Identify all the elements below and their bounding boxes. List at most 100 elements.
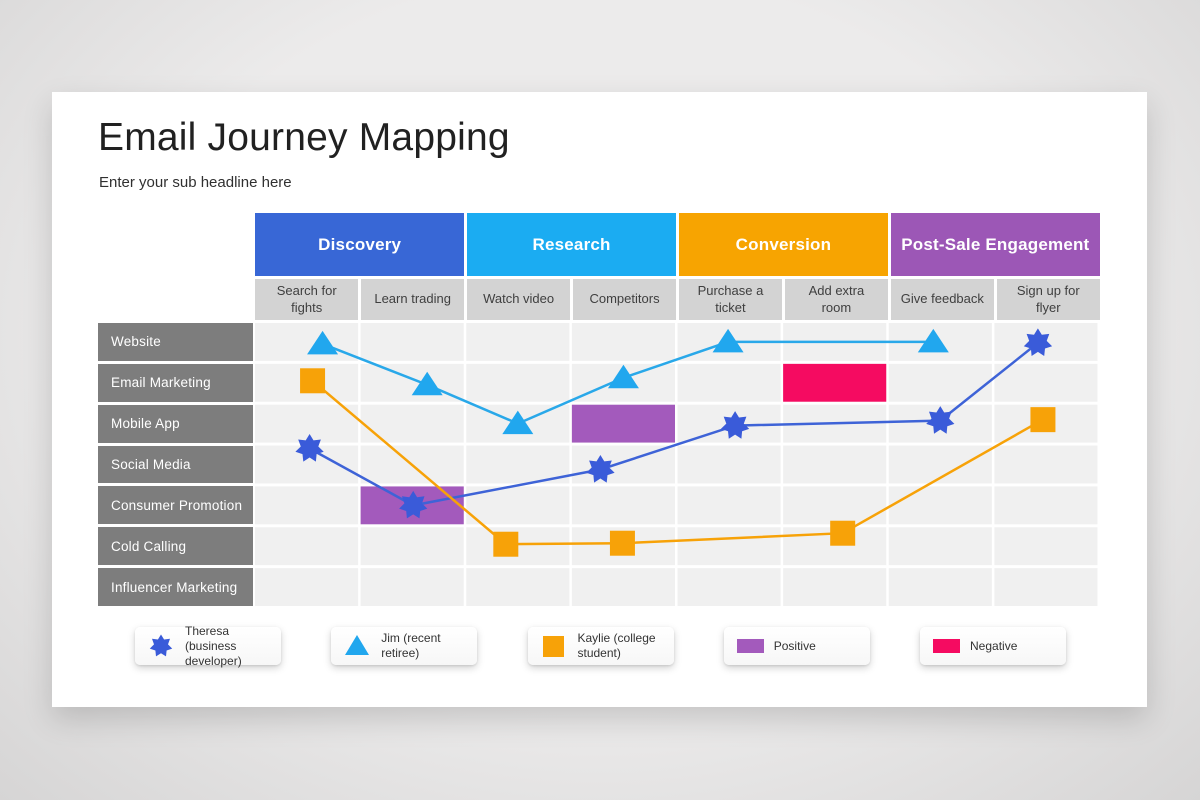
phase-header-discovery: Discovery — [255, 213, 465, 276]
triangle-marker-icon — [411, 371, 443, 396]
grid-cell — [255, 323, 359, 361]
grid-cell — [255, 486, 359, 525]
grid-cell — [255, 404, 359, 443]
legend: Theresa (business developer) Jim (recent … — [135, 624, 1066, 668]
series-line-theresa-business-developer — [308, 341, 1039, 507]
star-marker-icon — [586, 455, 615, 483]
square-marker-icon — [300, 368, 326, 394]
grid-cell — [360, 568, 464, 606]
row-label-influencer-marketing: Influencer Marketing — [98, 568, 253, 607]
star-marker-icon — [399, 490, 428, 519]
legend-label: Jim (recent retiree) — [381, 631, 441, 660]
slide-card: Email Journey Mapping Enter your sub hea… — [52, 92, 1147, 707]
grid-cell — [360, 404, 464, 443]
grid-cell — [677, 445, 781, 484]
grid-cell — [783, 445, 887, 484]
triangle-marker-icon — [917, 328, 949, 353]
star-marker-icon — [1023, 328, 1053, 356]
rect-marker-icon — [933, 639, 960, 653]
grid-cell — [888, 486, 992, 525]
grid-cell — [677, 527, 781, 566]
grid-cell — [677, 363, 781, 402]
row-label-social-media: Social Media — [98, 445, 253, 484]
grid-cell — [994, 363, 1098, 402]
square-marker-icon — [609, 530, 635, 556]
legend-chip-kaylie-college-student: Kaylie (college student) — [527, 627, 674, 665]
grid-cell — [466, 445, 570, 484]
legend-label: Kaylie (college student) — [577, 631, 656, 660]
star-shape — [149, 634, 173, 657]
legend-label: Positive — [773, 638, 816, 653]
journey-grid-svg — [255, 323, 1098, 606]
phase-header-row: Discovery Research Conversion Post-Sale Eng… — [255, 213, 1100, 276]
column-header-watch-video: Watch video — [466, 279, 571, 320]
grid-cell — [360, 363, 464, 402]
legend-label: Theresa (business developer) — [185, 623, 242, 668]
column-header-purchase-a-ticket: Purchase a ticket — [678, 279, 783, 320]
phase-label: Conversion — [735, 234, 832, 254]
phase-label: Post-Sale Engagement — [901, 234, 1090, 254]
phase-label: Research — [532, 234, 611, 254]
legend-chip-theresa-business-developer: Theresa (business developer) — [135, 624, 281, 668]
star-marker-icon — [720, 411, 750, 439]
grid-cell — [994, 527, 1098, 566]
legend-chip-negative: Negative — [920, 627, 1066, 665]
row-label-website: Website — [98, 323, 253, 361]
star-marker-icon — [926, 406, 955, 434]
column-header-give-feedback: Give feedback — [890, 279, 995, 320]
column-header-sign-up-for-flyer: Sign up for flyer — [996, 279, 1100, 320]
grid-cell — [360, 527, 464, 566]
square-shape — [542, 636, 564, 657]
legend-chip-positive: Positive — [723, 627, 870, 665]
rect-marker-icon — [736, 639, 764, 653]
grid-cell — [888, 363, 992, 402]
column-header-add-extra-room: Add extra room — [784, 279, 889, 320]
grid-cell — [677, 568, 781, 606]
grid-cell — [255, 527, 359, 566]
phase-header-post-sale-engagement: Post-Sale Engagement — [890, 213, 1100, 276]
grid-cell — [571, 486, 675, 525]
series-line-jim-recent-retiree — [322, 340, 934, 425]
row-label-email-marketing: Email Marketing — [98, 363, 253, 402]
grid-cell — [466, 323, 570, 361]
column-header-competitors: Competitors — [572, 279, 677, 320]
phase-header-research: Research — [466, 213, 677, 276]
square-marker-icon — [830, 520, 856, 546]
square-marker-icon — [1030, 407, 1056, 433]
grid-cell — [360, 323, 464, 361]
row-label-consumer-promotion: Consumer Promotion — [98, 486, 253, 525]
grid-cell — [466, 568, 570, 606]
triangle-marker-icon — [712, 328, 744, 353]
grid-cell — [783, 568, 887, 606]
row-label-mobile-app: Mobile App — [98, 404, 253, 443]
grid-cell — [888, 527, 992, 566]
grid-cell — [571, 568, 675, 606]
legend-label: Negative — [970, 638, 1018, 653]
grid-cell — [466, 363, 570, 402]
grid-cell — [994, 568, 1098, 606]
column-header-learn-trading: Learn trading — [360, 279, 465, 320]
triangle-marker-icon — [607, 364, 639, 389]
highlight-negative — [783, 363, 887, 402]
page-title: Email Journey Mapping — [98, 116, 510, 159]
grid-cell — [677, 486, 781, 525]
page-subtitle: Enter your sub headline here — [99, 174, 292, 191]
rect-shape — [736, 639, 764, 653]
grid-cell — [994, 445, 1098, 484]
column-header-search-for-fights: Search for fights — [255, 279, 359, 320]
triangle-marker-icon — [502, 410, 534, 435]
triangle-marker-icon — [307, 330, 339, 355]
grid-cell — [888, 568, 992, 606]
legend-chip-jim-recent-retiree: Jim (recent retiree) — [331, 627, 478, 665]
star-marker-icon — [149, 634, 173, 657]
grid-cell — [255, 568, 359, 606]
grid-cell — [571, 323, 675, 361]
row-label-cold-calling: Cold Calling — [98, 527, 253, 566]
square-marker-icon — [542, 636, 564, 657]
square-marker-icon — [493, 531, 519, 557]
phase-label: Discovery — [318, 234, 402, 254]
triangle-shape — [345, 635, 370, 655]
